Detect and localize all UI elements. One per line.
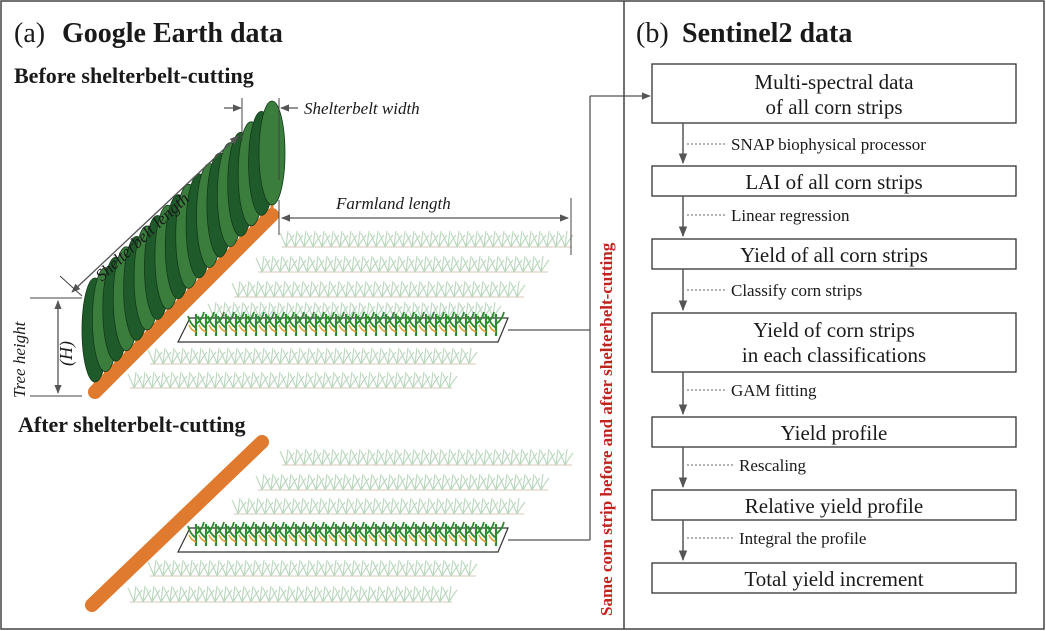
panel-a-title: Google Earth data	[62, 18, 283, 49]
cut-shelterbelt	[85, 435, 269, 612]
flow-box-2: LAI of all corn strips	[651, 165, 1017, 197]
tree-height-symbol: (H)	[56, 341, 77, 366]
flow-box-4: Yield of corn strips in each classificat…	[651, 312, 1017, 373]
flow-box-1-line-1: Multi-spectral data	[754, 70, 914, 94]
flow-box-7-label: Total yield increment	[744, 567, 923, 591]
flow-box-5: Yield profile	[651, 416, 1017, 448]
flow-box-2-label: LAI of all corn strips	[745, 170, 922, 194]
flow-box-1-line-2: of all corn strips	[765, 95, 902, 119]
flow-box-6-label: Relative yield profile	[745, 494, 923, 518]
panel-b-title: Sentinel2 data	[682, 18, 852, 49]
same-corn-strip-note: Same corn strip before and after shelter…	[597, 242, 616, 616]
flow-box-3: Yield of all corn strips	[651, 238, 1017, 270]
flow-step-3-label: Classify corn strips	[731, 281, 862, 300]
highlighted-corn-strip-before	[177, 311, 509, 343]
tree-height-dimension	[30, 297, 82, 397]
panel-a-prefix: (a)	[14, 18, 45, 49]
flow-step-3: Classify corn strips	[678, 269, 862, 312]
crop-field-before	[127, 230, 574, 389]
flow-box-4-line-2: in each classifications	[742, 343, 926, 367]
highlighted-corn-strip-after	[177, 521, 509, 553]
flow-box-3-label: Yield of all corn strips	[740, 243, 928, 267]
strip-connectors	[508, 92, 651, 541]
flow-box-4-line-1: Yield of corn strips	[753, 318, 915, 342]
flow-box-7: Total yield increment	[651, 562, 1017, 594]
flow-step-6: Integral the profile	[678, 520, 866, 562]
flow-step-6-label: Integral the profile	[739, 529, 866, 548]
after-label: After shelterbelt-cutting	[18, 412, 245, 437]
flow-box-6: Relative yield profile	[651, 489, 1017, 521]
shelterbelt-length-dimension	[59, 135, 239, 297]
before-label: Before shelterbelt-cutting	[14, 63, 254, 88]
shelterbelt-width-dimension	[224, 98, 298, 180]
flow-step-5-label: Rescaling	[739, 456, 807, 475]
shelterbelt-width-label: Shelterbelt width	[304, 99, 420, 118]
flow-step-2: Linear regression	[678, 196, 850, 238]
flow-box-5-label: Yield profile	[781, 421, 888, 445]
flow-step-4: GAM fitting	[678, 372, 817, 416]
panel-b-prefix: (b)	[636, 18, 669, 49]
farmland-length-label: Farmland length	[335, 194, 451, 213]
flow-step-1: SNAP biophysical processor	[678, 123, 926, 165]
flow-step-4-label: GAM fitting	[731, 381, 817, 400]
farmland-length-dimension	[278, 198, 572, 255]
flow-step-2-label: Linear regression	[731, 206, 850, 225]
crop-field-after	[127, 448, 574, 603]
tree-height-label: Tree height	[10, 320, 29, 398]
flow-box-1: Multi-spectral data of all corn strips	[651, 63, 1017, 124]
flow-step-1-label: SNAP biophysical processor	[731, 135, 926, 154]
flow-step-5: Rescaling	[678, 447, 807, 489]
